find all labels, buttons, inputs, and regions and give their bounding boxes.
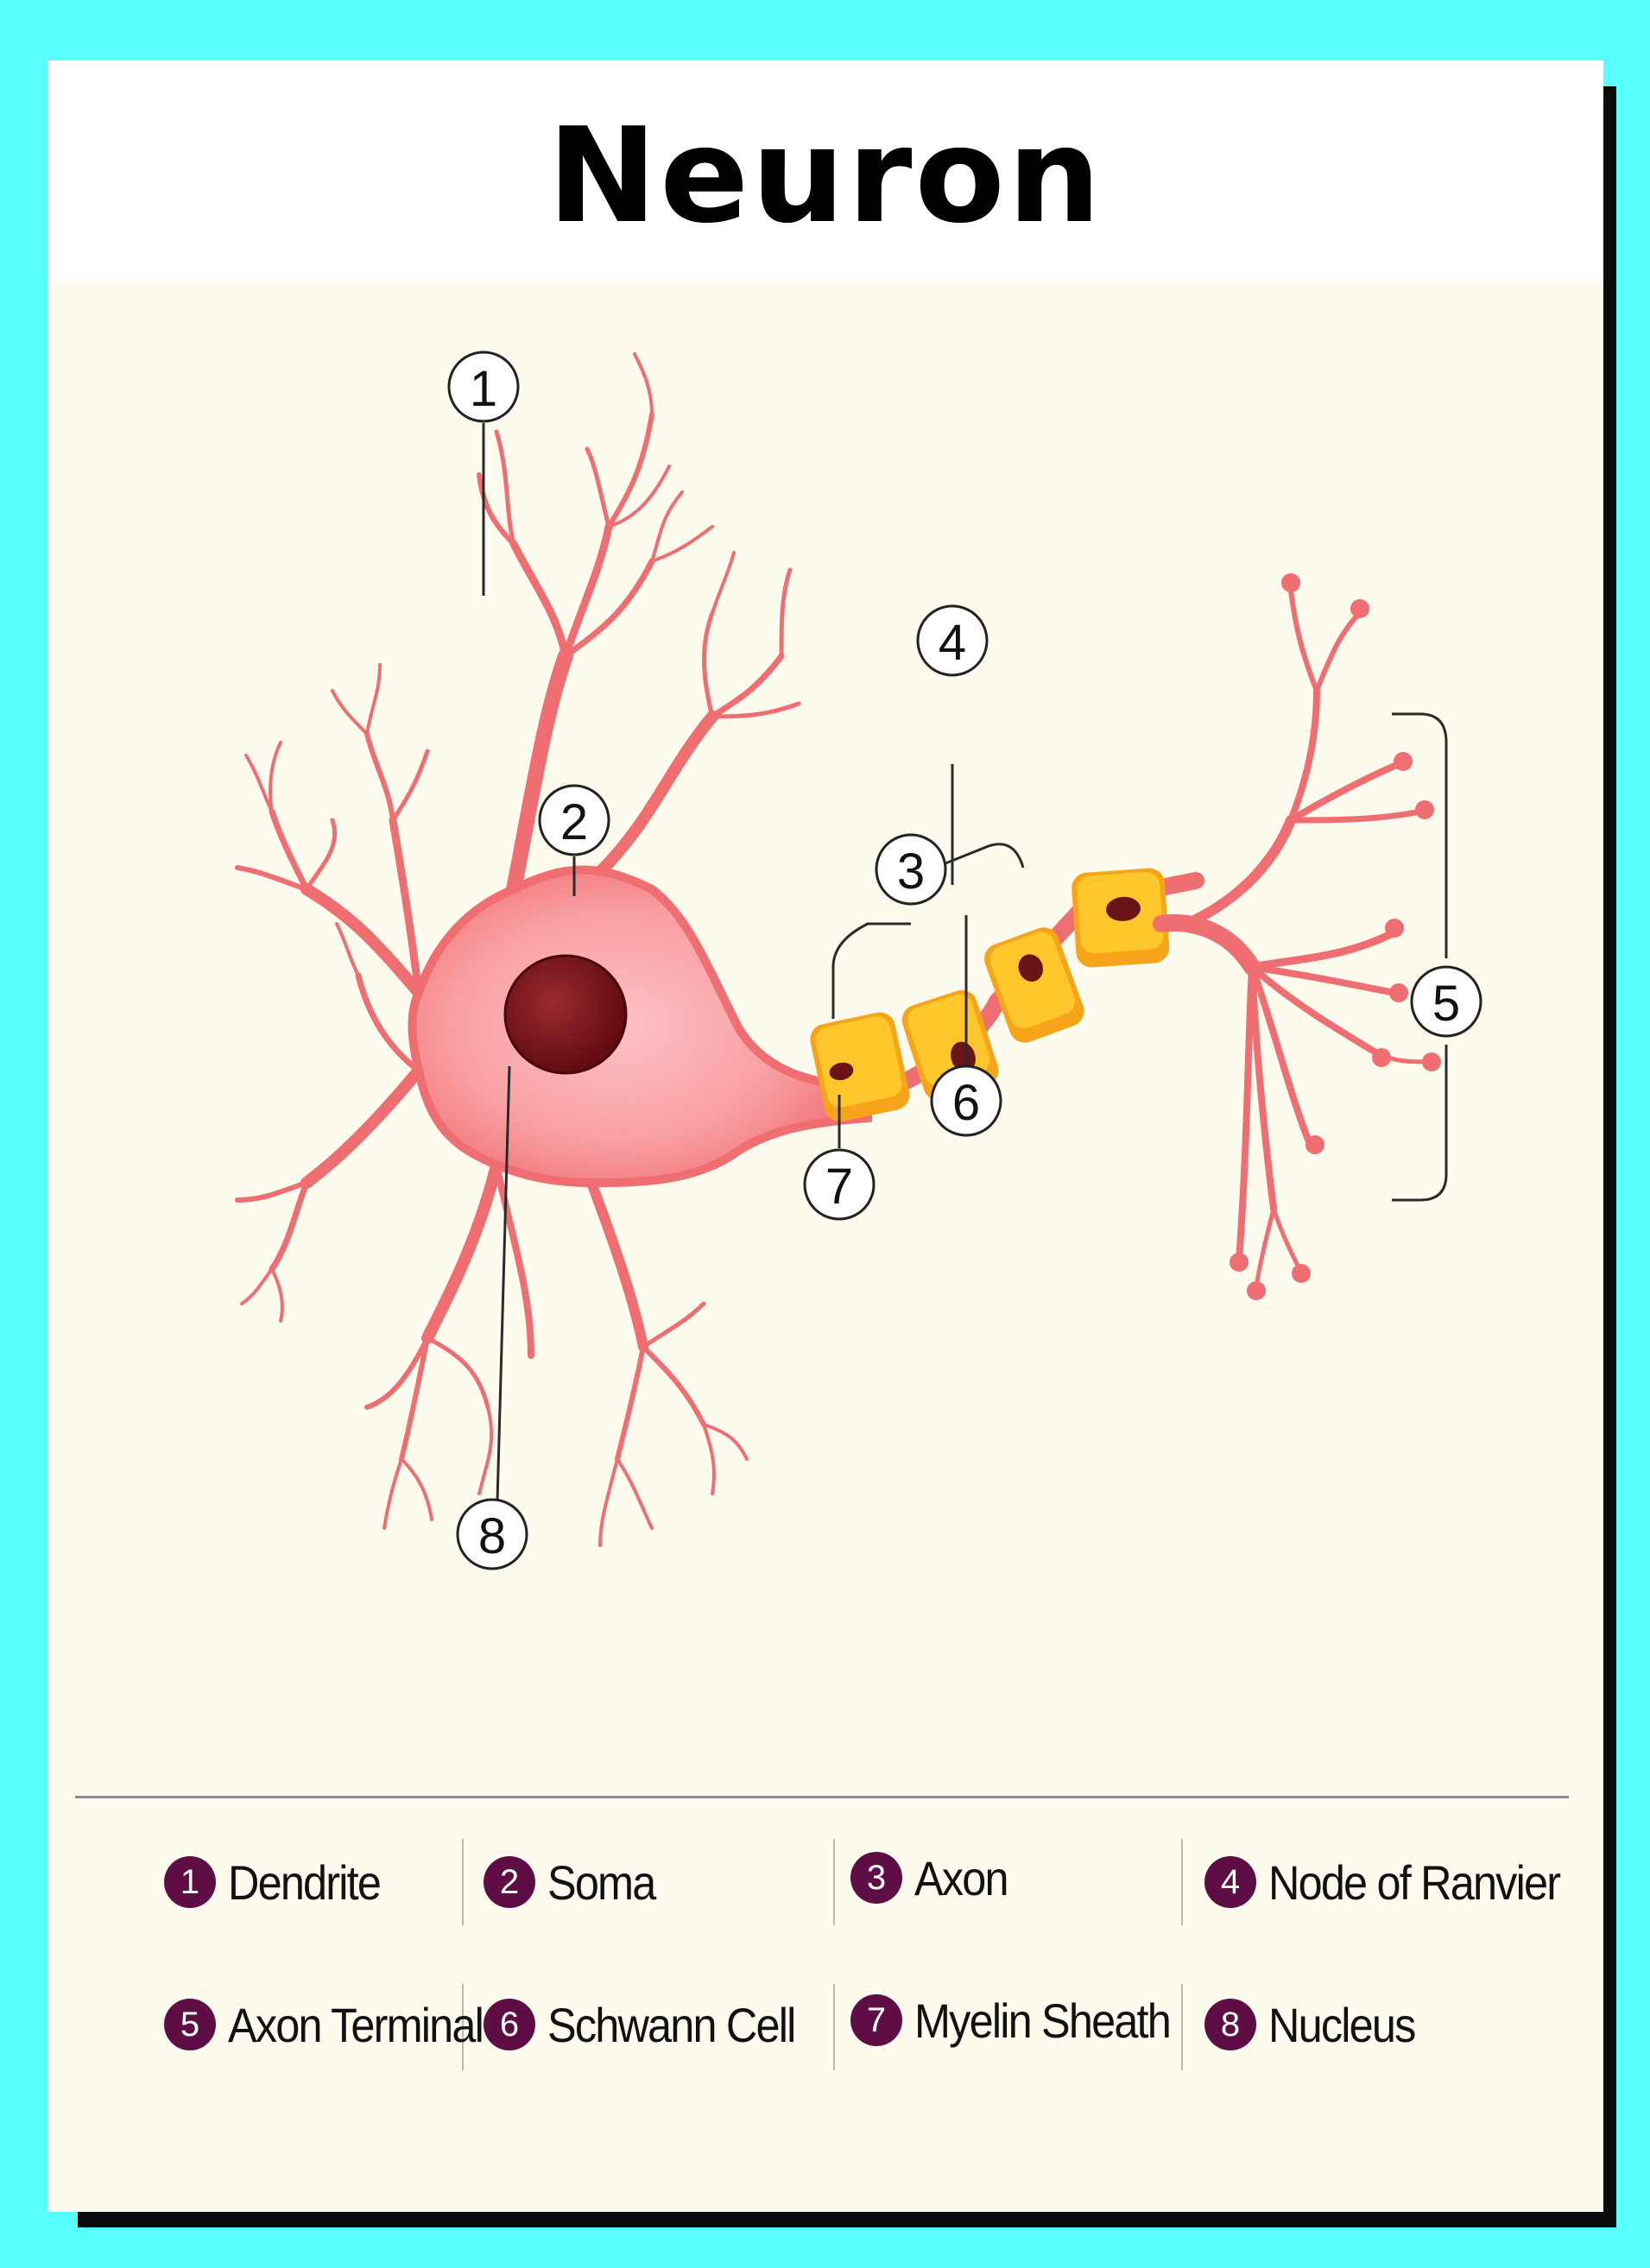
legend-badge: 2 — [484, 1856, 535, 1908]
legend-badge: 6 — [484, 1999, 535, 2050]
callout-1: 1 — [447, 351, 520, 423]
legend-separator — [462, 1839, 464, 1925]
svg-text:4: 4 — [939, 615, 966, 671]
legend-separator — [462, 1984, 464, 2070]
diagram-card: Neuron — [47, 60, 1603, 2212]
callout-5: 5 — [1410, 965, 1482, 1038]
axon-terminal — [1153, 589, 1432, 1289]
callout-2: 2 — [538, 784, 610, 856]
legend-item-soma: 2 Soma — [484, 1835, 667, 1930]
callout-7: 7 — [803, 1148, 876, 1221]
svg-text:6: 6 — [952, 1075, 980, 1131]
legend-badge: 7 — [850, 1994, 902, 2046]
legend-separator — [833, 1839, 835, 1925]
callouts: 1 2 3 4 5 6 7 — [447, 351, 1482, 1570]
callout-8: 8 — [456, 1498, 528, 1570]
title-bar: Neuron — [47, 60, 1603, 281]
legend-item-axon-terminal: 5 Axon Terminal — [164, 1977, 511, 2072]
legend-separator — [833, 1984, 835, 2070]
terminal-buttons — [1230, 573, 1441, 1300]
soma — [408, 865, 872, 1188]
legend-item-nucleus: 8 Nucleus — [1204, 1977, 1431, 2072]
legend-item-dendrite: 1 Dendrite — [164, 1835, 397, 1930]
svg-text:1: 1 — [470, 361, 497, 417]
myelin-sheath — [810, 868, 1170, 1122]
legend-label: Myelin Sheath — [914, 1993, 1172, 2048]
legend-badge: 1 — [164, 1856, 216, 1908]
legend-badge: 8 — [1204, 1999, 1256, 2050]
legend-label: Schwann Cell — [547, 1997, 796, 2052]
callout-4: 4 — [916, 604, 989, 677]
callout-3: 3 — [875, 833, 947, 906]
legend-badge: 5 — [164, 1999, 216, 2050]
legend-label: Soma — [547, 1854, 656, 1910]
legend-badge: 3 — [850, 1852, 902, 1904]
legend-label: Node of Ranvier — [1268, 1854, 1561, 1910]
legend-item-node-of-ranvier: 4 Node of Ranvier — [1204, 1835, 1592, 1930]
legend-label: Axon Terminal — [228, 1997, 484, 2052]
leader-lines — [482, 423, 1448, 1533]
callout-6: 6 — [930, 1065, 1002, 1137]
svg-text:7: 7 — [825, 1159, 853, 1215]
legend-item-myelin-sheath: 7 Myelin Sheath — [850, 1973, 1198, 2068]
legend-label: Nucleus — [1268, 1997, 1416, 2052]
dendrites — [235, 352, 801, 1547]
legend-item-schwann-cell: 6 Schwann Cell — [484, 1977, 822, 2072]
svg-text:3: 3 — [897, 843, 925, 900]
svg-text:5: 5 — [1432, 976, 1460, 1032]
legend-separator — [1181, 1984, 1183, 2070]
nucleus — [503, 954, 628, 1075]
svg-text:8: 8 — [478, 1508, 506, 1564]
legend-item-axon: 3 Axon — [850, 1830, 1018, 1925]
legend-separator — [1181, 1839, 1183, 1925]
legend-label: Axon — [914, 1850, 1008, 1905]
legend-badge: 4 — [1204, 1856, 1256, 1908]
legend-divider — [75, 1796, 1569, 1798]
page-title: Neuron — [547, 98, 1104, 252]
legend-label: Dendrite — [228, 1854, 382, 1910]
neuron-diagram: 1 2 3 4 5 6 7 — [235, 351, 1482, 1570]
svg-text:2: 2 — [560, 794, 588, 850]
